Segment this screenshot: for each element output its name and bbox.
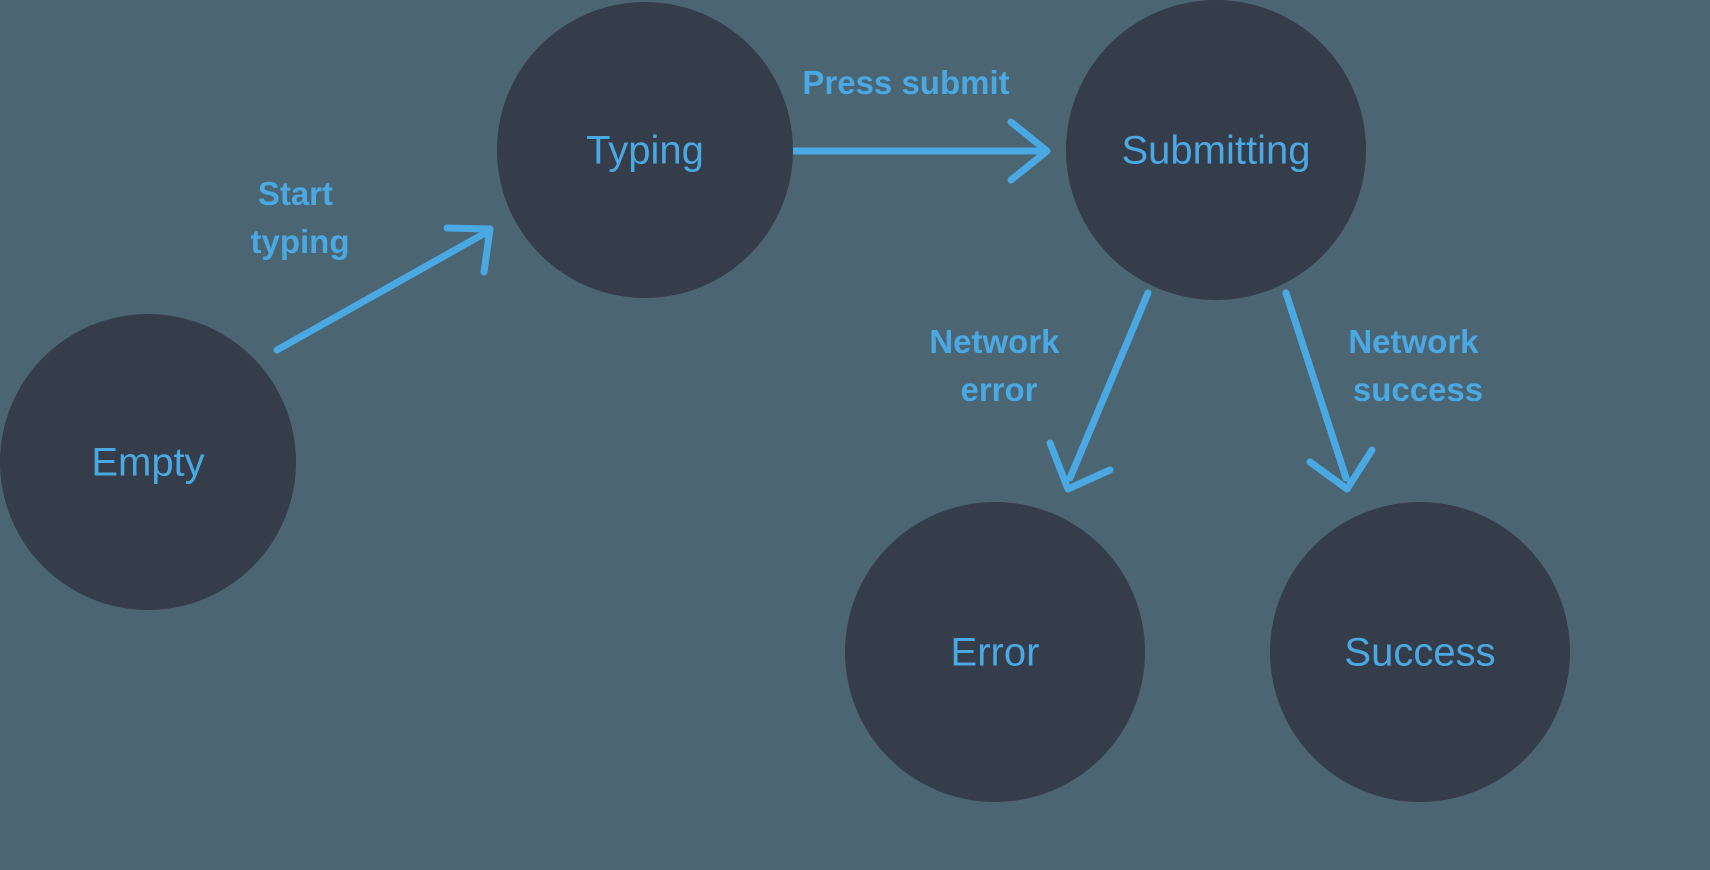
arrowhead-icon [1306,446,1376,493]
edge-empty-to-typing[interactable]: Start typing [251,175,494,354]
state-label-empty: Empty [91,441,204,485]
edge-line [1282,289,1350,482]
edge-line [273,228,491,354]
state-circle [1066,0,1366,300]
edge-label-start-typing: Start typing [251,175,350,260]
edge-label-network-success: Network success [1348,323,1487,408]
state-label-submitting: Submitting [1122,129,1311,173]
edge-label-line: Start [258,175,333,212]
state-label-success: Success [1344,631,1495,675]
edge-label-line: Network [1348,323,1479,360]
state-node-empty[interactable]: Empty [0,314,296,610]
edge-label-press-submit: Press submit [802,64,1009,101]
state-node-success[interactable]: Success [1270,502,1570,802]
edge-label-line: error [960,371,1037,408]
state-circle [845,502,1145,802]
state-node-submitting[interactable]: Submitting [1066,0,1366,300]
state-circle [497,2,793,298]
state-circle [1270,502,1570,802]
edge-label-network-error: Network error [929,323,1068,408]
state-node-error[interactable]: Error [845,502,1145,802]
arrowhead-icon [1007,118,1051,184]
state-circle [0,314,296,610]
arrowhead-icon [1046,439,1114,493]
state-label-typing: Typing [586,129,704,173]
edge-label-line: success [1353,371,1483,408]
edge-label-line: typing [251,223,350,260]
edge-line [1066,289,1152,482]
arrowhead-icon [443,224,494,276]
edge-label-line: Press submit [802,64,1009,101]
edge-typing-to-submitting[interactable]: Press submit [762,64,1051,184]
edge-submitting-to-success[interactable]: Network success [1282,289,1488,493]
edge-label-line: Network [929,323,1060,360]
edge-submitting-to-error[interactable]: Network error [929,289,1152,493]
state-label-error: Error [951,631,1040,675]
state-node-typing[interactable]: Typing [497,2,793,298]
